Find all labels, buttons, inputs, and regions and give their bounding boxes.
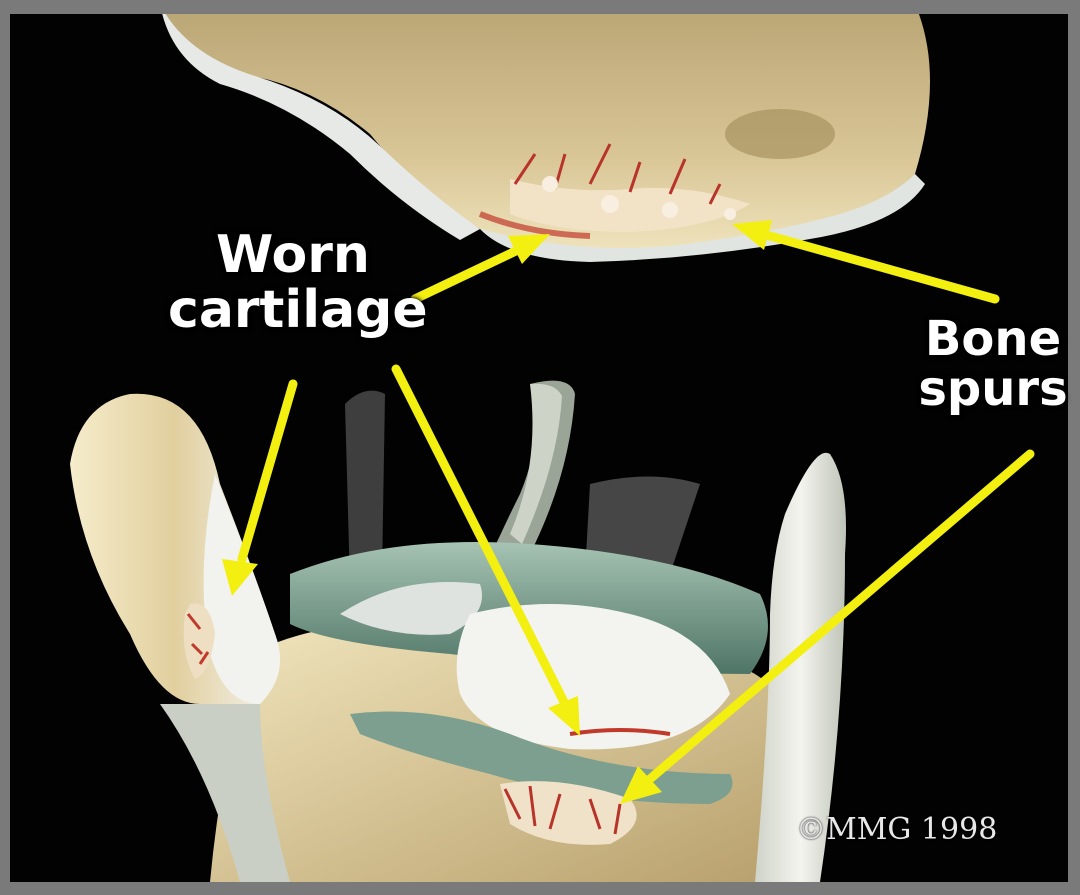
copyright-notice: ©MMG 1998 (796, 812, 997, 847)
arrow-to-patella-cartilage (222, 384, 293, 596)
arrow-to-femur-cartilage (415, 234, 550, 299)
arrow-to-femur-spurs (732, 220, 995, 299)
bone-spurs-label: Bone spurs (918, 314, 1068, 415)
spurs-label-line1: Bone (918, 314, 1068, 364)
knee-anatomy-graphic (10, 14, 1068, 882)
worn-label-line1: Worn (168, 228, 418, 283)
patella (70, 394, 290, 882)
spurs-label-line2: spurs (918, 364, 1068, 414)
worn-label-line2: cartilage (168, 283, 418, 338)
worn-cartilage-label: Worn cartilage (168, 228, 418, 337)
knee-illustration (10, 14, 1068, 882)
